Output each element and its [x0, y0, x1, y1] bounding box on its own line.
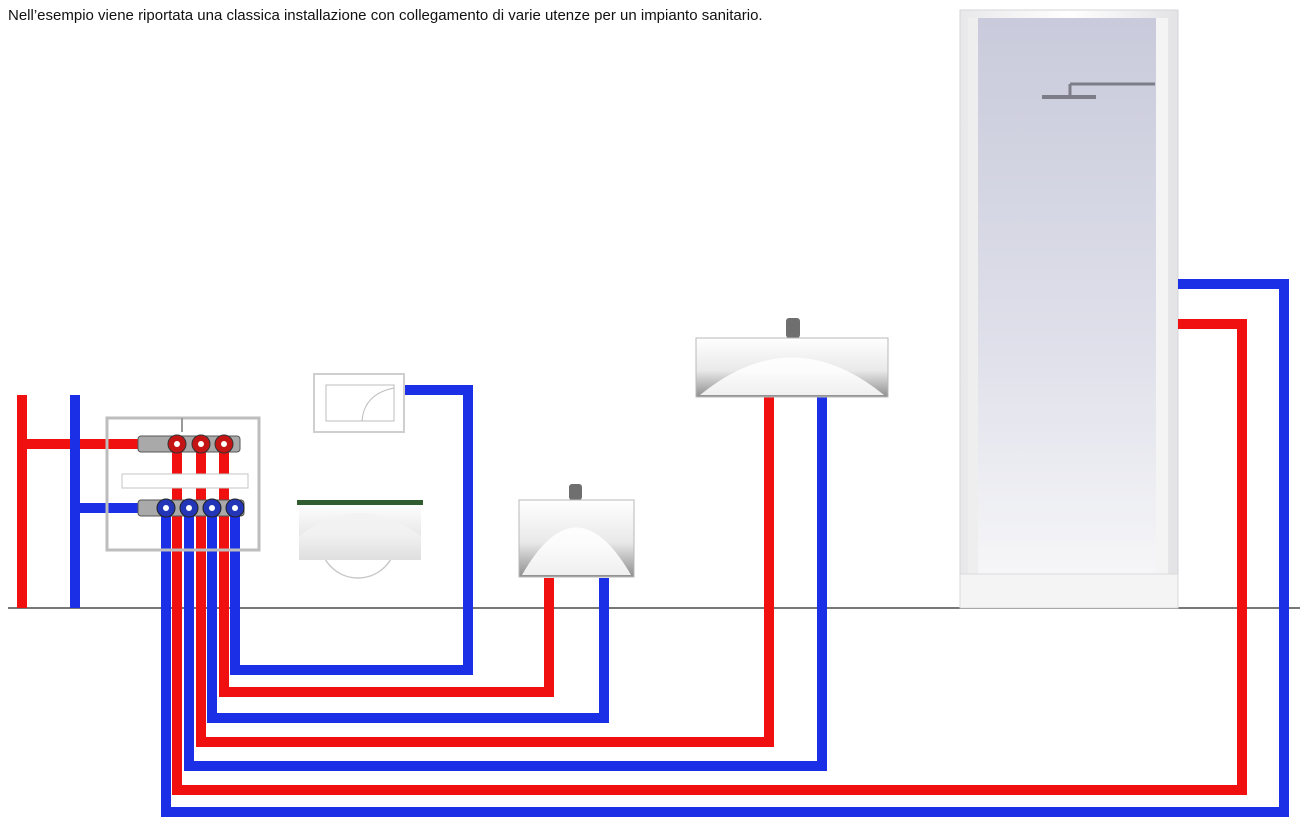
cold-valve-4	[225, 498, 245, 518]
wc-icon	[297, 500, 423, 579]
basin-hot-pipe	[219, 448, 554, 697]
cold-valve-3	[202, 498, 222, 518]
washbasin-icon	[518, 484, 635, 578]
wc-cold-pipe	[230, 385, 473, 675]
hot-valve-3	[214, 434, 234, 454]
hot-valve-2	[191, 434, 211, 454]
large-basin-hot-pipe	[196, 397, 774, 747]
flush-plate-icon	[313, 373, 405, 433]
basin-cold-pipe	[207, 510, 609, 723]
manifold-icon	[105, 416, 261, 552]
pipes	[17, 279, 1289, 817]
large-basin-cold-pipe	[184, 397, 827, 771]
shower-head-icon	[1042, 82, 1155, 99]
shower-cold-pipe	[161, 279, 1289, 817]
diagram-caption: Nell’esempio viene riportata una classic…	[8, 7, 763, 24]
cold-valve-1	[156, 498, 176, 518]
shower-cabin-icon	[959, 9, 1179, 609]
shower-hot-pipe	[172, 319, 1247, 795]
large-basin-icon	[695, 318, 889, 398]
cold-valve-2	[179, 498, 199, 518]
hot-valve-1	[167, 434, 187, 454]
